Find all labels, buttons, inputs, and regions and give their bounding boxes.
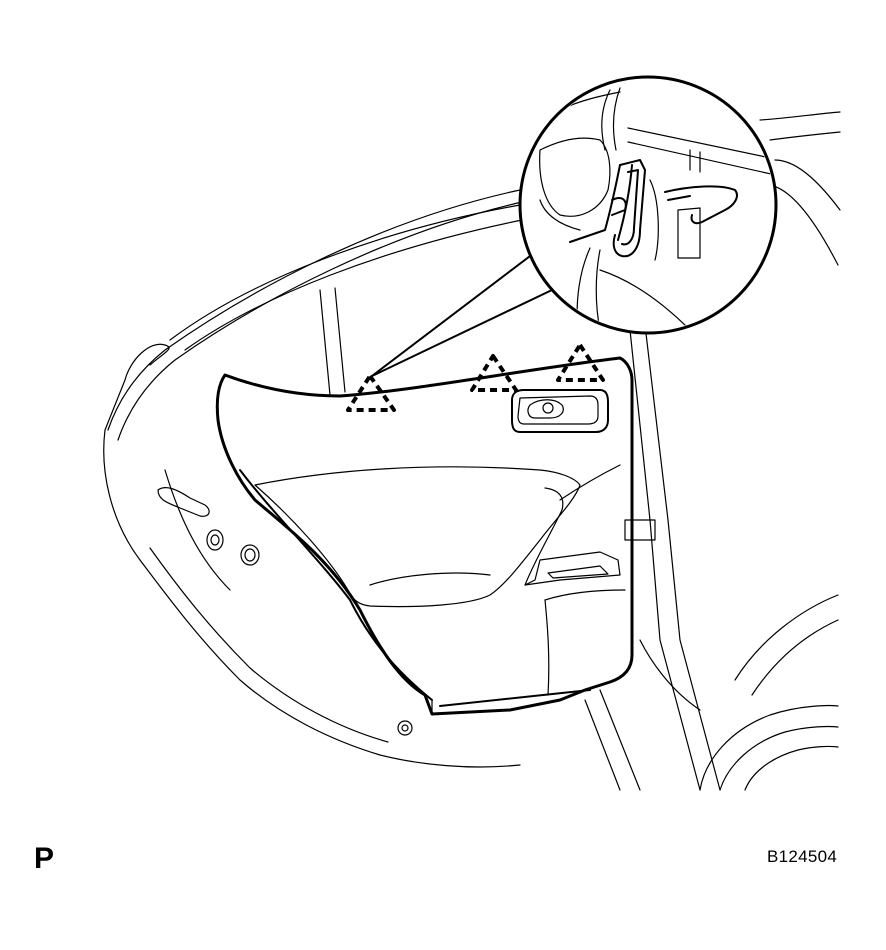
clip-marker-icon bbox=[556, 343, 605, 382]
figure-code: B124504 bbox=[767, 847, 838, 866]
clip-marker-icon bbox=[470, 354, 518, 392]
door-trim-board bbox=[215, 356, 634, 716]
pillar-holes bbox=[157, 487, 413, 736]
inner-door-handle bbox=[511, 389, 609, 433]
view-label: P bbox=[34, 842, 55, 875]
clip-markers bbox=[346, 343, 605, 412]
vehicle-body-outline bbox=[103, 111, 841, 791]
magnified-detail-view bbox=[518, 75, 778, 335]
clip-marker-icon bbox=[346, 374, 396, 412]
detail-leader bbox=[371, 249, 553, 377]
armrest-panel bbox=[254, 464, 626, 696]
